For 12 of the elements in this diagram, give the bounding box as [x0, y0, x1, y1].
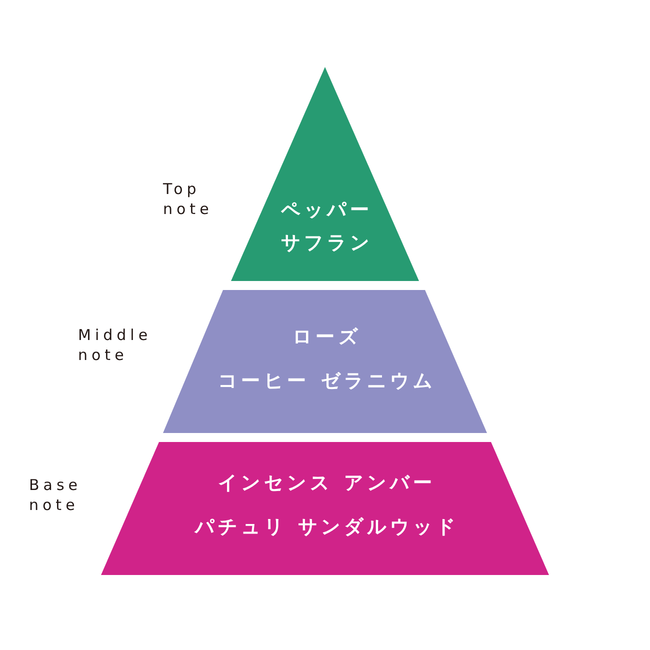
ingredient-text: ローズ [292, 325, 362, 349]
ingredient-text: インセンス アンバー [217, 471, 436, 495]
pyramid-top-tier [231, 67, 419, 281]
ingredient-text: サフラン [280, 231, 373, 255]
pyramid-tier [101, 442, 549, 575]
note-label: Top note [163, 179, 213, 219]
ingredient-text: コーヒー ゼラニウム [217, 369, 436, 393]
note-label: Base note [29, 475, 82, 515]
pyramid-tier [163, 290, 487, 433]
ingredient-text: ペッパー [280, 198, 373, 222]
ingredient-text: パチュリ サンダルウッド [193, 515, 459, 539]
note-label: Middle note [78, 325, 152, 365]
